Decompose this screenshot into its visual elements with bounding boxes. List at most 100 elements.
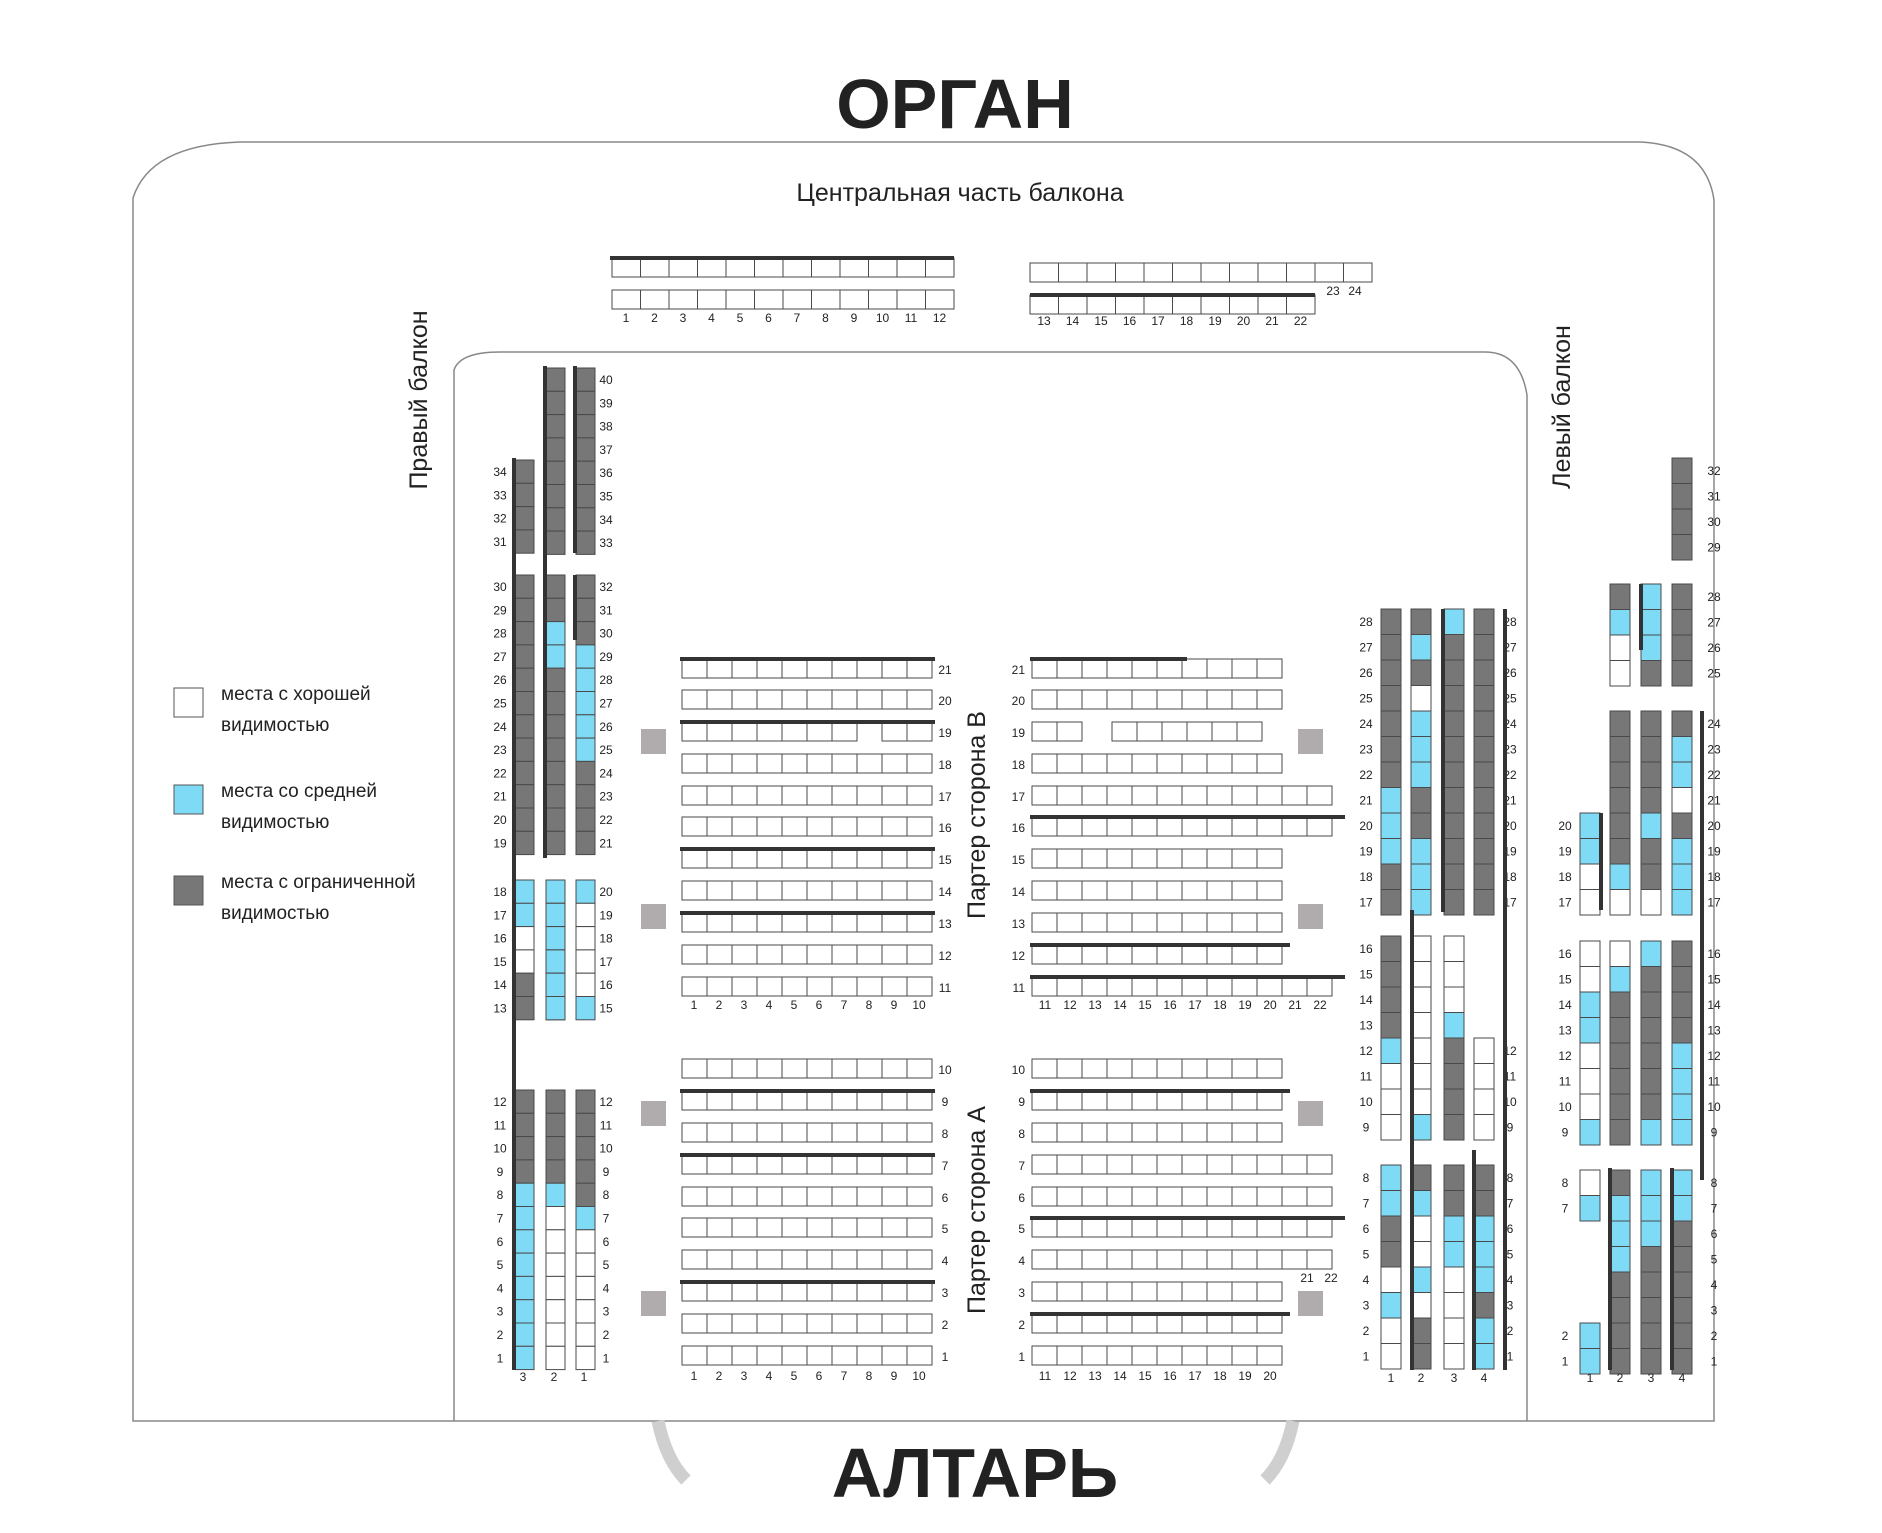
- seat[interactable]: [681, 1186, 708, 1207]
- seat[interactable]: [1609, 583, 1631, 610]
- seat[interactable]: [1206, 753, 1233, 774]
- seat[interactable]: [1200, 262, 1230, 283]
- seat[interactable]: [1031, 912, 1058, 933]
- seat[interactable]: [1380, 889, 1402, 916]
- seat[interactable]: [706, 1186, 733, 1207]
- seat[interactable]: [1579, 838, 1601, 865]
- seat[interactable]: [1231, 1281, 1258, 1302]
- seat[interactable]: [575, 1229, 596, 1254]
- seat[interactable]: [1056, 848, 1083, 869]
- seat[interactable]: [731, 848, 758, 869]
- seat[interactable]: [856, 753, 883, 774]
- seat[interactable]: [1343, 262, 1373, 283]
- seat[interactable]: [1256, 1217, 1283, 1238]
- seat[interactable]: [1256, 1154, 1283, 1175]
- seat[interactable]: [545, 784, 566, 809]
- seat[interactable]: [514, 574, 535, 599]
- seat[interactable]: [1031, 658, 1058, 679]
- seat[interactable]: [1172, 294, 1202, 315]
- seat[interactable]: [839, 257, 869, 278]
- seat[interactable]: [1229, 262, 1259, 283]
- seat[interactable]: [1231, 753, 1258, 774]
- seat[interactable]: [781, 848, 808, 869]
- seat[interactable]: [681, 944, 708, 965]
- seat[interactable]: [1131, 1249, 1158, 1270]
- seat[interactable]: [731, 1249, 758, 1270]
- seat[interactable]: [1106, 1249, 1133, 1270]
- seat[interactable]: [1281, 976, 1308, 997]
- seat[interactable]: [1056, 880, 1083, 901]
- seat[interactable]: [1281, 1154, 1308, 1175]
- seat[interactable]: [1081, 912, 1108, 933]
- seat[interactable]: [896, 289, 926, 310]
- seat[interactable]: [1286, 294, 1316, 315]
- seat[interactable]: [881, 1249, 908, 1270]
- seat[interactable]: [681, 912, 708, 933]
- seat[interactable]: [1579, 1169, 1601, 1196]
- seat[interactable]: [514, 879, 535, 904]
- seat[interactable]: [731, 1345, 758, 1366]
- seat[interactable]: [1473, 863, 1495, 890]
- seat[interactable]: [856, 658, 883, 679]
- seat[interactable]: [731, 658, 758, 679]
- seat[interactable]: [1671, 1017, 1693, 1044]
- seat[interactable]: [706, 944, 733, 965]
- seat[interactable]: [1609, 1093, 1631, 1120]
- seat[interactable]: [575, 1275, 596, 1301]
- seat[interactable]: [1156, 1186, 1183, 1207]
- seat[interactable]: [781, 816, 808, 837]
- seat[interactable]: [1640, 736, 1662, 763]
- seat[interactable]: [575, 414, 596, 439]
- seat[interactable]: [1206, 1281, 1233, 1302]
- seat[interactable]: [1231, 1090, 1258, 1111]
- seat[interactable]: [681, 689, 708, 710]
- seat[interactable]: [831, 944, 858, 965]
- seat[interactable]: [1443, 634, 1465, 661]
- seat[interactable]: [1473, 1088, 1495, 1115]
- seat[interactable]: [1181, 816, 1208, 837]
- seat[interactable]: [896, 257, 926, 278]
- seat[interactable]: [1131, 1313, 1158, 1334]
- seat[interactable]: [756, 1313, 783, 1334]
- seat[interactable]: [831, 976, 858, 997]
- seat[interactable]: [1136, 721, 1163, 742]
- seat[interactable]: [1231, 785, 1258, 806]
- seat[interactable]: [1443, 863, 1465, 890]
- seat[interactable]: [731, 1154, 758, 1175]
- seat[interactable]: [1106, 912, 1133, 933]
- seat[interactable]: [514, 621, 535, 646]
- seat[interactable]: [1256, 848, 1283, 869]
- seat[interactable]: [1671, 1068, 1693, 1095]
- seat[interactable]: [575, 1322, 596, 1347]
- seat[interactable]: [1231, 976, 1258, 997]
- seat[interactable]: [1380, 608, 1402, 635]
- seat[interactable]: [1256, 912, 1283, 933]
- seat[interactable]: [706, 848, 733, 869]
- seat[interactable]: [756, 1122, 783, 1143]
- seat[interactable]: [881, 1154, 908, 1175]
- seat[interactable]: [1380, 935, 1402, 962]
- seat[interactable]: [881, 1217, 908, 1238]
- seat[interactable]: [1131, 976, 1158, 997]
- seat[interactable]: [1056, 1281, 1083, 1302]
- seat[interactable]: [1640, 1068, 1662, 1095]
- seat[interactable]: [1609, 1042, 1631, 1069]
- seat[interactable]: [1161, 721, 1188, 742]
- seat[interactable]: [1380, 1266, 1402, 1293]
- seat[interactable]: [1579, 889, 1601, 916]
- seat[interactable]: [1473, 1266, 1495, 1293]
- seat[interactable]: [1106, 753, 1133, 774]
- seat[interactable]: [514, 807, 535, 832]
- seat[interactable]: [706, 1249, 733, 1270]
- seat[interactable]: [1081, 848, 1108, 869]
- seat[interactable]: [1106, 1345, 1133, 1366]
- seat[interactable]: [706, 1217, 733, 1238]
- seat[interactable]: [731, 785, 758, 806]
- seat[interactable]: [1473, 1241, 1495, 1268]
- seat[interactable]: [575, 1136, 596, 1161]
- seat[interactable]: [1056, 1090, 1083, 1111]
- seat[interactable]: [1056, 976, 1083, 997]
- seat[interactable]: [1443, 961, 1465, 988]
- seat[interactable]: [839, 289, 869, 310]
- seat[interactable]: [575, 597, 596, 623]
